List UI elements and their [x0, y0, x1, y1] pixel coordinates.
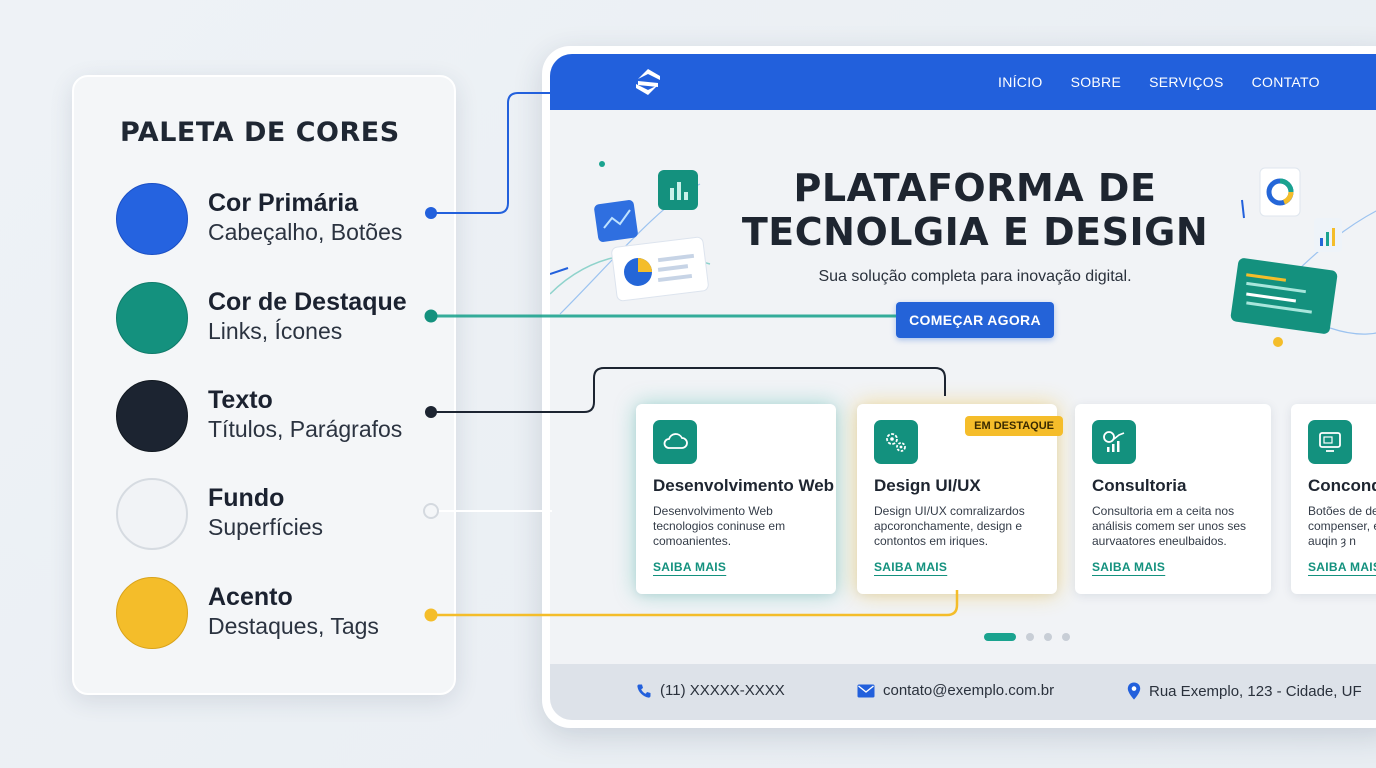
service-card-partial[interactable]: Conconda Botões de de compenser, e para …: [1291, 404, 1376, 594]
learn-more-link[interactable]: SAIBA MAIS: [1308, 560, 1376, 574]
site-footer: (11) XXXXX-XXXX contato@exemplo.com.br R…: [550, 664, 1376, 720]
hero-left-illustration: [550, 161, 711, 315]
main-nav: INÍCIO SOBRE SERVIÇOS CONTATO: [998, 54, 1348, 110]
brand-logo-icon[interactable]: [634, 68, 662, 96]
pie-chart-card-icon: [611, 236, 709, 302]
palette-item-usage: Superfícies: [208, 514, 324, 540]
card-icon-container: [1092, 420, 1136, 464]
hero-subtitle: Sua solução completa para inovação digit…: [818, 268, 1132, 285]
carousel-dot[interactable]: [1062, 633, 1070, 641]
footer-phone-text: (11) XXXXX-XXXX: [660, 682, 785, 699]
palette-title: PALETA DE CORES: [120, 117, 400, 148]
service-card-consulting[interactable]: Consultoria Consultoria em a ceita nos a…: [1075, 404, 1271, 594]
palette-item-usage: Cabeçalho, Botões: [208, 219, 403, 245]
learn-more-link[interactable]: SAIBA MAIS: [874, 560, 948, 574]
code-window-card-icon: [1230, 258, 1338, 334]
footer-phone[interactable]: (11) XXXXX-XXXX: [636, 682, 785, 699]
card-description: Desenvolvimento Web tecnologios coninuse…: [653, 504, 786, 548]
service-card-design[interactable]: EM DESTAQUE Design UI/UX Design UI/UX co…: [857, 404, 1063, 594]
palette-item-primary: Cor Primária Cabeçalho, Botões: [116, 183, 456, 259]
palette-item-name: Texto: [208, 386, 273, 414]
gears-icon: [886, 433, 906, 452]
start-now-button[interactable]: COMEÇAR AGORA: [896, 302, 1054, 338]
palette-item-name: Acento: [208, 583, 293, 611]
hero-title-line-2: TECNOLGIA E DESIGN: [741, 210, 1209, 254]
footer-email-text: contato@exemplo.com.br: [883, 682, 1055, 699]
palette-item-usage: Títulos, Parágrafos: [208, 416, 403, 442]
palette-item-accent-amber: Acento Destaques, Tags: [116, 577, 456, 653]
site-header: INÍCIO SOBRE SERVIÇOS CONTATO: [550, 54, 1376, 110]
cloud-icon: [663, 433, 688, 449]
card-title: Desenvolvimento Web: [653, 476, 835, 495]
accent-color-swatch: [116, 577, 188, 649]
phone-icon: [637, 684, 651, 698]
service-card-web[interactable]: Desenvolvimento Web Desenvolvimento Web …: [636, 404, 836, 594]
bar-chart-card-icon: [658, 170, 698, 210]
hero-right-illustration: [1230, 167, 1376, 347]
card-icon-container: [874, 420, 918, 464]
card-title: Conconda: [1308, 476, 1376, 495]
nav-item-inicio[interactable]: INÍCIO: [998, 74, 1043, 90]
carousel-dot[interactable]: [1044, 633, 1052, 641]
card-description: Consultoria em a ceita nos análisis come…: [1092, 504, 1247, 548]
card-icon-container: [1308, 420, 1352, 464]
monitor-icon: [1319, 432, 1341, 452]
footer-email[interactable]: contato@exemplo.com.br: [857, 682, 1054, 699]
analytics-icon: [1103, 431, 1125, 452]
palette-item-name: Cor Primária: [208, 189, 359, 217]
mail-icon: [857, 684, 875, 697]
color-palette-panel: PALETA DE CORES Cor Primária Cabeçalho, …: [72, 75, 456, 695]
learn-more-link[interactable]: SAIBA MAIS: [653, 560, 727, 574]
palette-item-usage: Destaques, Tags: [208, 613, 379, 639]
website-viewport: INÍCIO SOBRE SERVIÇOS CONTATO: [550, 54, 1376, 720]
location-pin-icon: [1127, 682, 1141, 700]
palette-item-usage: Links, Ícones: [208, 318, 343, 344]
card-description: Design UI/UX comralizardos apcoronchamen…: [874, 504, 1025, 548]
hero-title: PLATAFORMA DE TECNOLGIA E DESIGN: [710, 166, 1240, 254]
primary-color-swatch: [116, 183, 188, 255]
card-icon-container: [653, 420, 697, 464]
hero-title-line-1: PLATAFORMA DE: [793, 166, 1157, 210]
nav-item-contato[interactable]: CONTATO: [1251, 74, 1320, 90]
highlight-color-swatch: [116, 282, 188, 354]
palette-item-accent-teal: Cor de Destaque Links, Ícones: [116, 282, 456, 358]
palette-item-text: Texto Títulos, Parágrafos: [116, 380, 456, 456]
donut-chart-card-icon: [1259, 167, 1301, 217]
card-title: Consultoria: [1092, 476, 1187, 495]
line-chart-card-icon: [594, 200, 638, 242]
card-description: Botões de de compenser, e para auqin ȝ n: [1308, 504, 1376, 548]
mini-bar-chart-icon: [1314, 218, 1342, 252]
palette-item-background: Fundo Superfícies: [116, 478, 456, 554]
featured-badge: EM DESTAQUE: [965, 416, 1063, 436]
card-title: Design UI/UX: [874, 476, 981, 495]
carousel-dot[interactable]: [1026, 633, 1034, 641]
palette-item-name: Fundo: [208, 484, 285, 512]
carousel-dot-active[interactable]: [984, 633, 1016, 641]
palette-item-name: Cor de Destaque: [208, 288, 407, 316]
footer-address-text: Rua Exemplo, 123 - Cidade, UF: [1149, 682, 1362, 700]
website-mockup: INÍCIO SOBRE SERVIÇOS CONTATO: [542, 46, 1376, 728]
text-color-swatch: [116, 380, 188, 452]
footer-address[interactable]: Rua Exemplo, 123 - Cidade, UF: [1127, 682, 1362, 700]
nav-item-sobre[interactable]: SOBRE: [1070, 74, 1122, 90]
nav-item-servicos[interactable]: SERVIÇOS: [1149, 74, 1224, 90]
background-color-swatch: [116, 478, 188, 550]
learn-more-link[interactable]: SAIBA MAIS: [1092, 560, 1166, 574]
